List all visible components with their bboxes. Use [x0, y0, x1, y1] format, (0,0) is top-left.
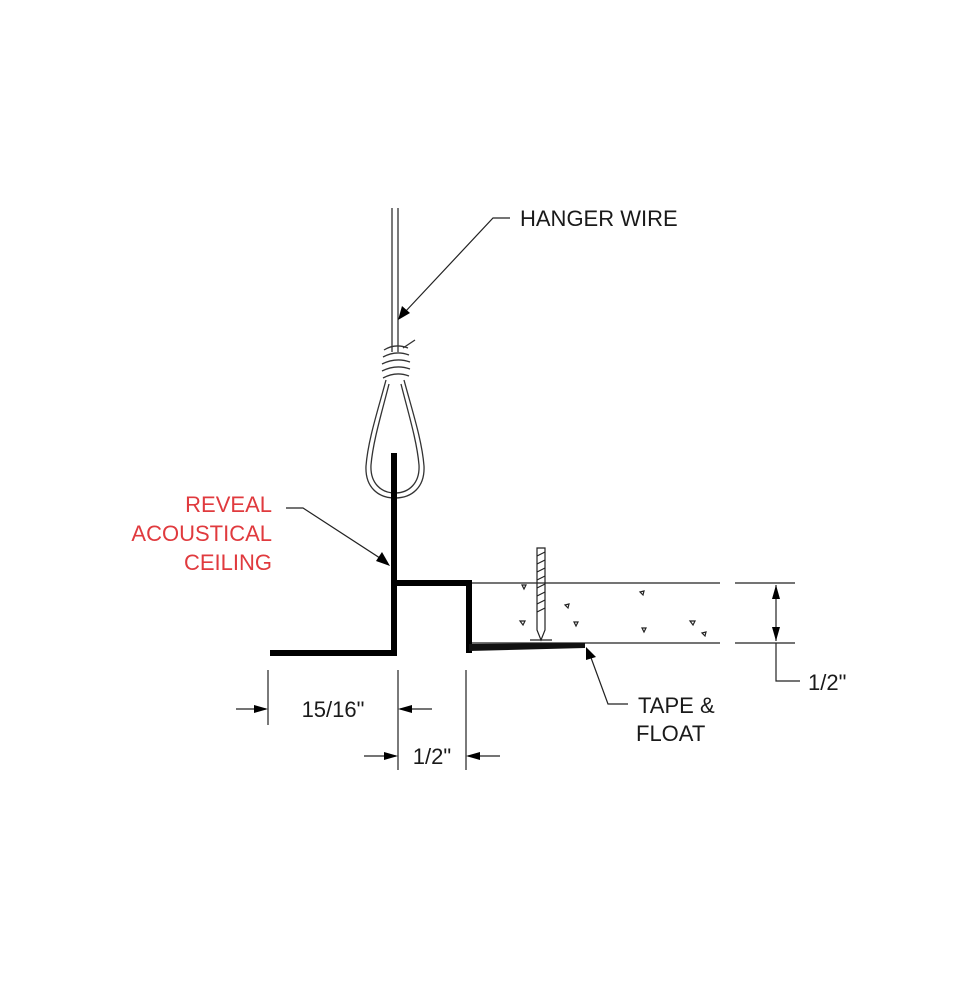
- dim-reveal: [364, 670, 500, 770]
- screw: [530, 547, 552, 642]
- dim-flange: [236, 670, 432, 770]
- reveal-profile: [270, 453, 585, 656]
- dim-flange-label: 15/16": [302, 697, 365, 722]
- tape-float-leader: [586, 647, 628, 705]
- drywall-board: [470, 582, 795, 644]
- dim-reveal-label: 1/2": [413, 744, 451, 769]
- reveal-label-line3: CEILING: [184, 550, 272, 575]
- tape-float-label-line2: FLOAT: [636, 721, 705, 746]
- reveal-leader: [286, 507, 390, 566]
- reveal-label-line1: REVEAL: [185, 492, 272, 517]
- tape-float-label-line1: TAPE &: [638, 693, 715, 718]
- reveal-label-line2: ACOUSTICAL: [131, 521, 272, 546]
- hanger-wire-label: HANGER WIRE: [520, 206, 678, 231]
- dim-board-label: 1/2": [808, 670, 846, 695]
- hanger-wire-leader: [398, 217, 510, 320]
- dim-board: [772, 585, 800, 682]
